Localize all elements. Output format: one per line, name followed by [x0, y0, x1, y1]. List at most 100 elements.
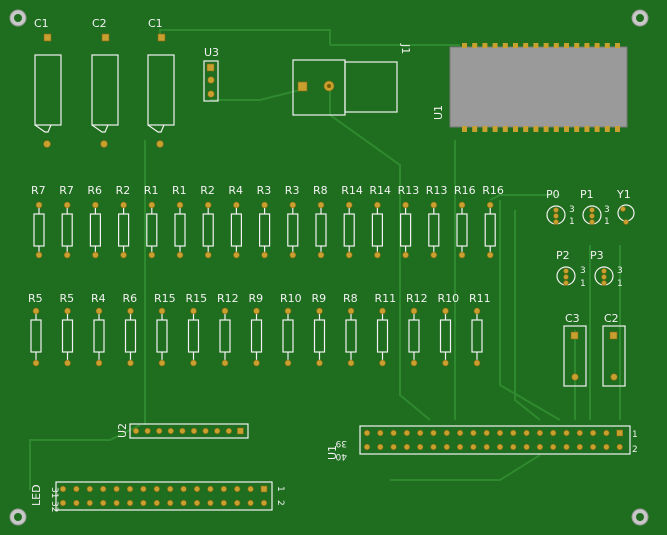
capacitor-c2-top: C2 — [91, 17, 119, 148]
u2-label: U2 — [116, 423, 129, 438]
resistor-pad — [63, 251, 71, 259]
cap-label: C3 — [565, 312, 580, 325]
module-pin — [482, 126, 488, 132]
module-pin — [574, 43, 580, 48]
resistor: R3 — [285, 184, 299, 259]
module-pin — [533, 126, 539, 132]
header-pin — [202, 427, 209, 435]
resistor: R1 — [172, 184, 187, 259]
traces — [29, 29, 621, 490]
header-pin — [390, 429, 397, 437]
resistor-pad — [120, 251, 127, 259]
resistor-pad — [253, 359, 260, 367]
pin-number: 32 — [49, 501, 59, 512]
resistor-label: R14 — [369, 184, 391, 197]
module-pin — [564, 126, 569, 132]
resistor-pad — [176, 251, 184, 259]
resistor-label: R5 — [28, 292, 43, 305]
resistor: R1 — [144, 184, 159, 259]
resistor-label: R9 — [312, 292, 327, 305]
resistor-label: R10 — [438, 292, 460, 305]
mount-hole — [636, 513, 644, 521]
module-pin — [462, 43, 467, 48]
resistor-body — [202, 213, 214, 247]
cap-label: C1 — [148, 17, 163, 30]
resistor: R15 — [154, 292, 176, 367]
resistor-label: R16 — [482, 184, 504, 197]
y1-label: Y1 — [616, 188, 631, 201]
resistor-label: R9 — [249, 292, 264, 305]
pot-label: P3 — [590, 249, 604, 262]
resistor: R8 — [343, 292, 358, 367]
pin-number: 2 — [632, 445, 638, 455]
resistor-body — [456, 213, 468, 247]
resistor-pad — [442, 307, 449, 315]
resistor-body — [343, 213, 355, 247]
resistor: R14 — [369, 184, 391, 259]
resistor-pad — [430, 251, 438, 259]
module-pin — [604, 126, 610, 132]
resistor-pad — [379, 307, 386, 315]
header-pin — [523, 443, 530, 451]
module-pin — [604, 43, 610, 48]
capacitor-c1-right: C1 — [147, 17, 175, 148]
resistor-pad — [486, 251, 494, 259]
pin-number: 31 — [49, 487, 59, 498]
module-pin — [594, 126, 600, 132]
resistor-body — [471, 319, 483, 353]
header-pin — [616, 443, 623, 451]
resistor-label: R14 — [341, 184, 363, 197]
resistor-pad — [410, 359, 418, 367]
resistor-label: R2 — [116, 184, 131, 197]
resistor-pad — [190, 307, 197, 315]
resistor-pad — [458, 251, 466, 259]
header-pin — [167, 485, 174, 493]
header-pin — [144, 427, 151, 435]
resistor-pad — [233, 251, 240, 259]
resistor-label: R11 — [469, 292, 491, 305]
header-pin — [140, 485, 147, 493]
pot-label: P2 — [556, 249, 570, 262]
resistor: R16 — [454, 184, 476, 259]
resistor-label: R1 — [144, 184, 159, 197]
header-pin — [603, 429, 610, 437]
header-pin — [167, 427, 174, 435]
resistor-body — [371, 213, 383, 247]
header-pin — [126, 499, 134, 507]
resistor-body — [315, 213, 327, 247]
resistor-label: R12 — [406, 292, 428, 305]
pin-number: 40 — [335, 451, 347, 461]
header-pin — [73, 485, 80, 493]
resistor-pad — [204, 201, 212, 209]
module-pin — [472, 43, 478, 48]
resistor: R15 — [186, 292, 207, 367]
header-pin — [403, 443, 411, 451]
resistor-body — [408, 319, 420, 353]
header-u1-40pin: U1 39 40 1 2 — [326, 425, 638, 461]
capacitor-c1-left: C1 — [34, 17, 62, 148]
header-pin — [113, 485, 120, 493]
resistor-body — [124, 319, 137, 353]
resistor-label: R1 — [172, 184, 187, 197]
header-pin — [214, 427, 221, 435]
resistor-body — [230, 213, 242, 247]
resistor-pad — [347, 307, 355, 315]
cap-label: C2 — [604, 312, 619, 325]
resistor-pad — [63, 201, 71, 209]
resistor-pad — [64, 359, 71, 367]
resistor-pad — [347, 359, 355, 367]
header-pin — [190, 427, 198, 435]
resistor-pad — [374, 251, 381, 259]
module-pin — [513, 43, 518, 48]
resistor-pad — [64, 307, 71, 315]
resistor-body — [61, 213, 73, 247]
pin-number: 1 — [632, 430, 638, 440]
resistor-body — [439, 319, 452, 353]
module-pin — [543, 43, 549, 48]
header-pin — [73, 499, 80, 507]
module-pin — [482, 43, 488, 48]
resistor-body — [33, 213, 45, 247]
resistor: R11 — [469, 292, 491, 367]
resistor: R2 — [116, 184, 131, 259]
